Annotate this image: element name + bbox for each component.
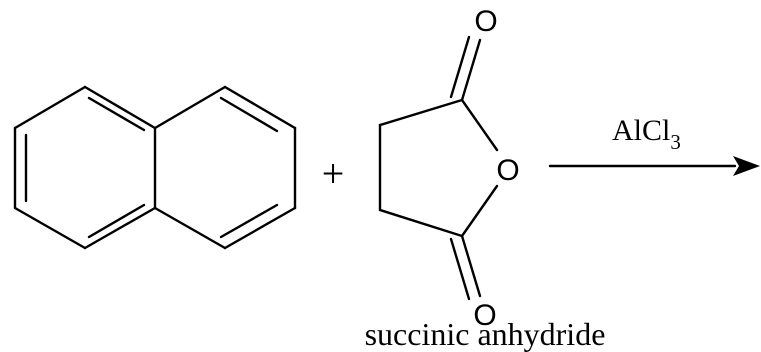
- bond: [83, 85, 157, 130]
- bond: [13, 85, 87, 130]
- succinic-anhydride-label: succinic anhydride: [365, 316, 606, 352]
- naphthalene-structure: [13, 85, 297, 250]
- succinic-anhydride-structure: [378, 35, 499, 301]
- carbonyl-bond: [460, 234, 482, 298]
- oxygen-atom-carbonyl-bottom: O: [473, 299, 496, 332]
- bond: [378, 208, 464, 238]
- reagent-subscript: 3: [670, 130, 681, 154]
- double-bond-inner: [87, 96, 146, 132]
- reagent-base: AlCl: [612, 114, 670, 147]
- double-bond-inner: [87, 203, 146, 239]
- bond: [223, 206, 297, 250]
- bond: [153, 206, 227, 250]
- reagent-label: AlCl3: [612, 114, 681, 154]
- double-bond-inner: [219, 203, 279, 239]
- oxygen-atom-carbonyl-top: O: [474, 5, 497, 38]
- bond: [153, 85, 227, 130]
- reaction-arrow-icon: [548, 156, 760, 176]
- carbonyl-bond: [449, 35, 471, 99]
- double-bond-inner: [219, 96, 279, 133]
- arrow-head: [733, 156, 760, 176]
- bond: [460, 184, 499, 238]
- bond: [378, 98, 464, 127]
- oxygen-atom-ring: O: [496, 154, 519, 187]
- bond: [13, 206, 87, 250]
- bond: [460, 98, 499, 152]
- bond: [223, 85, 297, 130]
- carbonyl-bond: [460, 38, 482, 102]
- carbonyl-bond: [449, 237, 471, 301]
- bond: [83, 206, 157, 250]
- plus-sign: +: [322, 151, 345, 196]
